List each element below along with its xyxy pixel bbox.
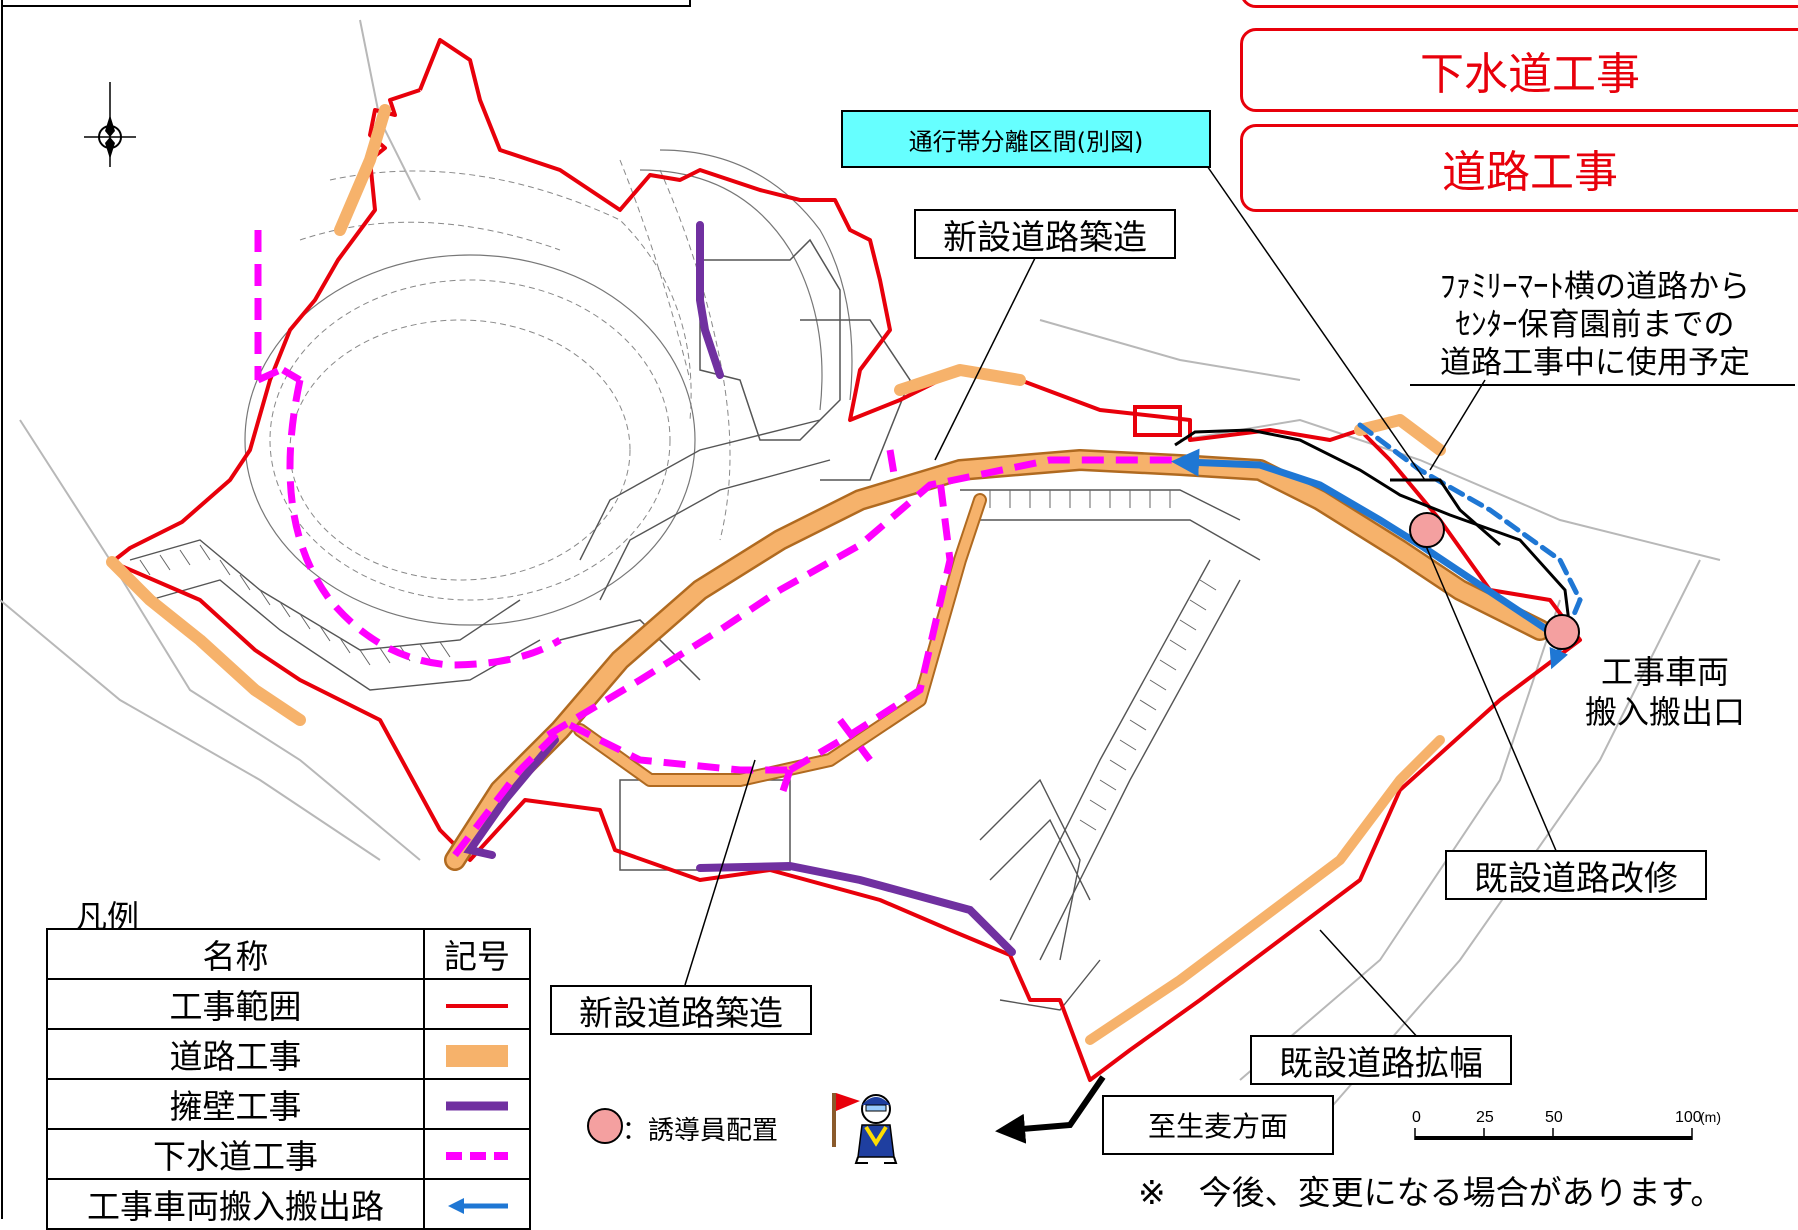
solid-contours [244,149,853,626]
traffic-separation-callout: 通行帯分離区間(別図) [841,110,1211,168]
construction-boundary [110,38,1582,1082]
scale-tick-100: 100 [1675,1109,1702,1126]
new-road-callout-top: 新設道路築造 [914,209,1176,259]
legend-name-boundary: 工事範囲 [46,978,425,1030]
familymart-note: ﾌｧﾐﾘｰﾏｰﾄ横の道路から ｾﾝﾀｰ保育園前までの 道路工事中に使用予定 [1395,268,1795,382]
legend-symbol-retaining [423,1078,531,1130]
legend-row: 下水道工事 [46,1128,531,1180]
legend-symbol-vehicle-route [423,1178,531,1230]
road-works-box: 道路工事 [1240,124,1798,212]
sewer-works-box: 下水道工事 [1240,28,1798,112]
legend-header-symbol: 記号 [423,928,531,980]
legend-name-vehicle-route: 工事車両搬入搬出路 [46,1178,425,1230]
scale-tick-50: 50 [1545,1109,1563,1126]
scale-tick-25: 25 [1476,1109,1494,1126]
familymart-underline [1410,384,1795,386]
legend-table: 名称 記号 工事範囲 道路工事 擁壁工事 下水道工事 工事車両搬入搬出路 [46,928,531,1230]
existing-road-widening-callout: 既設道路拡幅 [1250,1035,1512,1085]
guide-circle-1 [1409,512,1445,548]
legend-header-name: 名称 [46,928,425,980]
scale-unit: (m) [1700,1109,1721,1125]
new-road-callout-bottom: 新設道路築造 [550,985,812,1035]
vehicle-route-blue [1171,422,1583,670]
red-box-partial [1240,0,1798,8]
scale-bar: 0 25 50 100 (m) [1412,1109,1721,1140]
familymart-line-3: 道路工事中に使用予定 [1440,345,1750,381]
legend-row: 工事車両搬入搬出路 [46,1178,531,1230]
legend-row: 道路工事 [46,1028,531,1080]
legend-symbol-road [423,1028,531,1080]
footer-note: ※ 今後、変更になる場合があります。 [1138,1173,1724,1212]
black-detour-line [1174,428,1572,631]
road-works-orange [106,104,1551,1045]
legend-row: 工事範囲 [46,978,531,1030]
red-enclosure [1133,405,1182,437]
guide-circle-icon [587,1108,623,1144]
existing-road-repair-callout: 既設道路改修 [1445,850,1707,900]
retaining-walls-purple [463,221,1016,956]
legend-name-road: 道路工事 [46,1028,425,1080]
familymart-line-2: ｾﾝﾀｰ保育園前までの [1455,307,1735,343]
scale-tick-0: 0 [1412,1109,1421,1126]
vehicle-gate-line-2: 搬入搬出口 [1584,693,1745,731]
legend-symbol-boundary [423,978,531,1030]
leader-lines [684,162,1561,1041]
legend-name-sewer: 下水道工事 [46,1128,425,1180]
flagman-icon [832,1093,898,1164]
legend-row: 擁壁工事 [46,1078,531,1130]
guide-label: ：誘導員配置 [622,1116,779,1146]
compass-rose-icon [84,82,136,167]
embankment-hatching [129,419,1261,1011]
direction-arrow [995,1075,1106,1144]
legend-header-row: 名称 記号 [46,928,531,980]
vehicle-gate-note: 工事車両 搬入搬出口 [1565,652,1765,732]
legend-symbol-sewer [423,1128,531,1180]
sewer-works-magenta [254,230,1180,858]
hatch-ticks [139,490,1217,831]
direction-label: 至生麦方面 [1102,1095,1334,1155]
map-frame [1,0,691,7]
vehicle-gate-line-1: 工事車両 [1600,653,1729,691]
familymart-line-1: ﾌｧﾐﾘｰﾏｰﾄ横の道路から [1440,269,1750,305]
legend-name-retaining: 擁壁工事 [46,1078,425,1130]
guide-circle-2 [1544,614,1580,650]
